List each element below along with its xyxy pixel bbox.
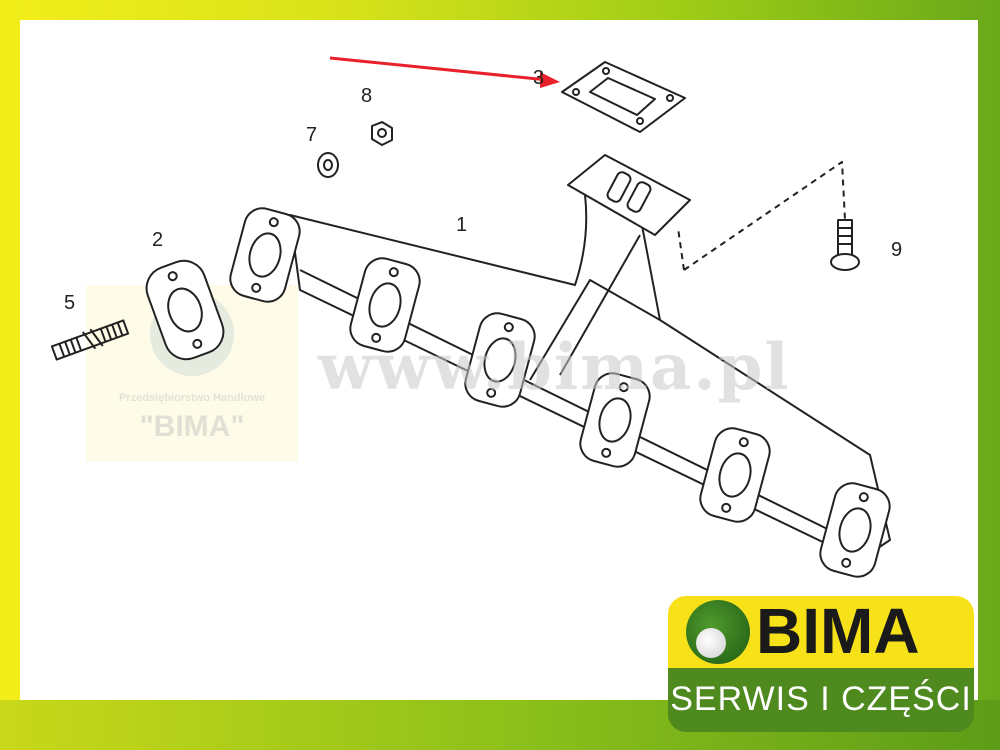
bolt-part-9 [830,219,860,271]
leader-dashed-9 [677,161,846,271]
washer-part-7 [317,152,339,178]
watermark-company-name: "BIMA" [139,410,245,443]
logo-name: BIMA [756,595,920,667]
watermark-company-line: Przedsiębiorstwo Handlowe [118,392,266,404]
manifold-flanges [229,207,891,578]
highlight-arrow [329,56,560,88]
bima-logo: BIMA SERWIS I CZĘŚCI [668,595,974,736]
logo-tagline: SERWIS I CZĘŚCI [670,680,972,718]
stud-part-5 [50,319,130,361]
part-label-1: 1 [456,214,468,236]
nut-part-8 [371,121,393,146]
turbo-gasket-part-3 [561,61,686,133]
part-label-5: 5 [64,292,76,314]
part-label-2: 2 [152,229,164,251]
part-label-8: 8 [361,85,373,107]
part-label-3: 3 [533,67,545,89]
manifold-brace [529,234,661,381]
outlet-flange [567,154,691,236]
flange-gasket-part-2 [145,259,225,361]
part-label-9: 9 [891,239,903,261]
manifold-body [289,194,891,561]
logo-ball-highlight-icon [696,628,726,658]
part-label-7: 7 [306,124,318,146]
logo-green-panel [668,668,974,732]
